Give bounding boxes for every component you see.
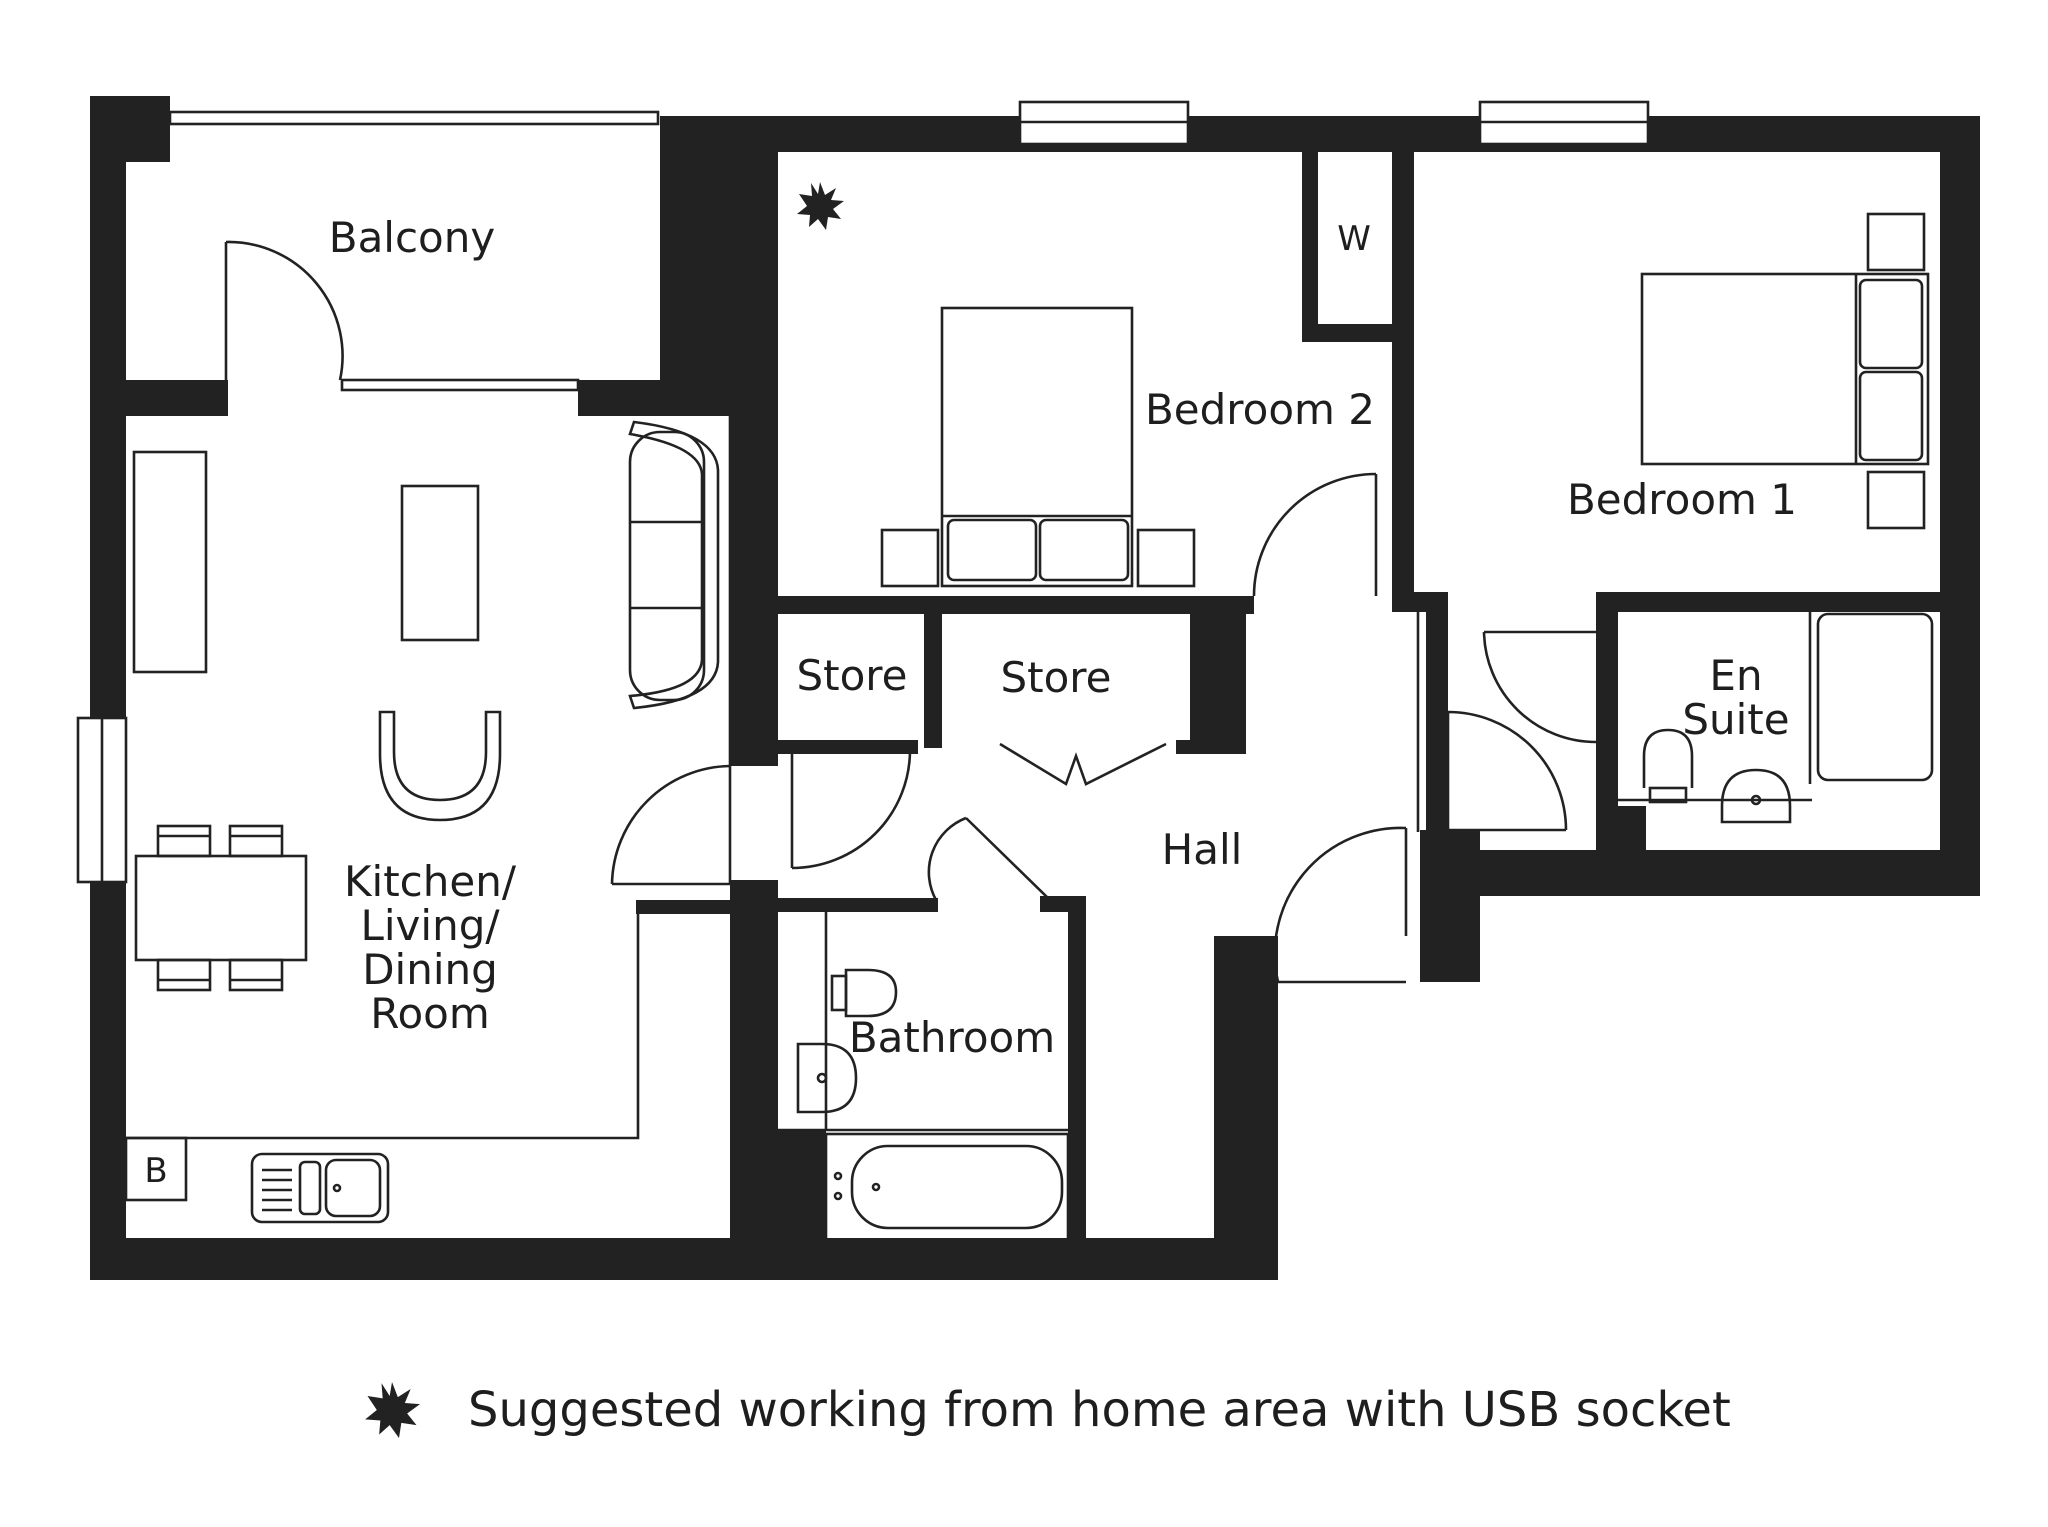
label-boiler: B (144, 1151, 167, 1191)
dining-table (134, 854, 308, 962)
door-store-left (791, 749, 912, 870)
bedside-table (1866, 212, 1926, 272)
wall-bedrooms-divider (1392, 310, 1414, 610)
wall-kitchen-hall (730, 880, 778, 1280)
wall-balcony-divider-right (578, 380, 730, 416)
bath (824, 1132, 1070, 1242)
door-bedroom1 (1447, 710, 1568, 831)
wall-hall-right (1426, 592, 1448, 842)
shower (1816, 612, 1934, 782)
bed-bedroom1 (1640, 272, 1930, 466)
label-bathroom: Bathroom (849, 1013, 1055, 1062)
label-en-suite-1: En (1709, 651, 1762, 700)
wall-store-right (1190, 612, 1246, 748)
windows (76, 100, 1650, 884)
armchair (378, 710, 502, 822)
dining-chair (156, 824, 212, 858)
label-en-suite-2: Suite (1682, 695, 1789, 744)
room-labels: Balcony Bedroom 2 Bedroom 1 W Store Stor… (144, 213, 1797, 1191)
wall-bathroom-right (1068, 896, 1086, 1280)
kitchen-worktop (126, 912, 640, 1140)
door-bathroom (927, 816, 967, 901)
wall-balcony-right (660, 116, 730, 380)
label-kitchen-2: Living/ (360, 901, 500, 950)
basin-en-suite (1720, 768, 1792, 824)
wall-kitchen-bedroom (730, 116, 778, 766)
bed-bedroom2 (940, 306, 1134, 588)
wall-hall-lower (1420, 850, 1600, 896)
dining-chair (228, 824, 284, 858)
bedside-table (880, 528, 940, 588)
label-balcony: Balcony (329, 213, 495, 262)
label-hall: Hall (1162, 825, 1243, 874)
kitchen-sink (250, 1152, 390, 1224)
label-bedroom1: Bedroom 1 (1567, 475, 1797, 524)
label-kitchen-3: Dining (362, 945, 498, 994)
wall-bathroom-top (778, 898, 938, 912)
label-kitchen-1: Kitchen/ (344, 857, 517, 906)
wall-bedroom1-bottom-r (1596, 592, 1940, 612)
wall-balcony-divider-left (126, 380, 228, 416)
wall-bathroom-left (778, 1130, 826, 1280)
legend: Suggested working from home area with US… (365, 1382, 1731, 1438)
furniture (124, 212, 1934, 1242)
label-wardrobe: W (1337, 219, 1371, 259)
sofa (628, 420, 720, 710)
bedside-table (1866, 470, 1926, 530)
door-balcony (225, 240, 344, 381)
starburst-icon (797, 182, 844, 230)
wall-wardrobe-left (1302, 152, 1318, 340)
toilet-bathroom (844, 968, 898, 1018)
door-en-suite (1482, 631, 1597, 744)
wall-left (90, 96, 126, 1280)
boiler (124, 1136, 188, 1202)
wall-ensuite-bottom-left (1596, 806, 1646, 852)
wall-wardrobe-bottom (1302, 324, 1394, 342)
door-bedroom2 (1252, 472, 1377, 597)
window-balcony (168, 110, 660, 126)
dining-chair (228, 958, 284, 992)
door-entrance (1273, 826, 1407, 983)
dining-chair (156, 958, 212, 992)
wall-bottom (90, 1238, 1258, 1280)
wall-balcony-corner (90, 96, 170, 162)
doors (224, 172, 1597, 984)
label-store-left: Store (796, 651, 907, 700)
sideboard (132, 450, 208, 674)
wall-hall-bottom-stub (1214, 936, 1274, 982)
wall-store-bottom (778, 740, 918, 754)
wall-top-bedrooms (660, 116, 1980, 152)
wall-right (1940, 116, 1980, 896)
label-bedroom2: Bedroom 2 (1145, 385, 1375, 434)
walls (90, 96, 1980, 1280)
door-kitchen (610, 764, 731, 885)
wall-bedroom2-bottom (778, 596, 1254, 614)
coffee-table (400, 484, 480, 642)
label-store-right: Store (1000, 653, 1111, 702)
basin-bathroom (796, 1042, 858, 1114)
window-balcony-door-frame (340, 378, 580, 392)
toilet-en-suite (1642, 728, 1694, 788)
legend-text: Suggested working from home area with US… (468, 1382, 1731, 1438)
wall-store-divider (924, 612, 942, 748)
wall-ensuite-left (1596, 592, 1618, 832)
wall-kitchen-stub (636, 900, 778, 914)
bedside-table (1136, 528, 1196, 588)
wall-hall-bottom (1214, 936, 1278, 1280)
starburst-icon (365, 1382, 420, 1438)
label-kitchen-4: Room (370, 989, 490, 1038)
wall-store-bottom-right (1176, 740, 1246, 754)
door-store-right (999, 742, 1167, 786)
